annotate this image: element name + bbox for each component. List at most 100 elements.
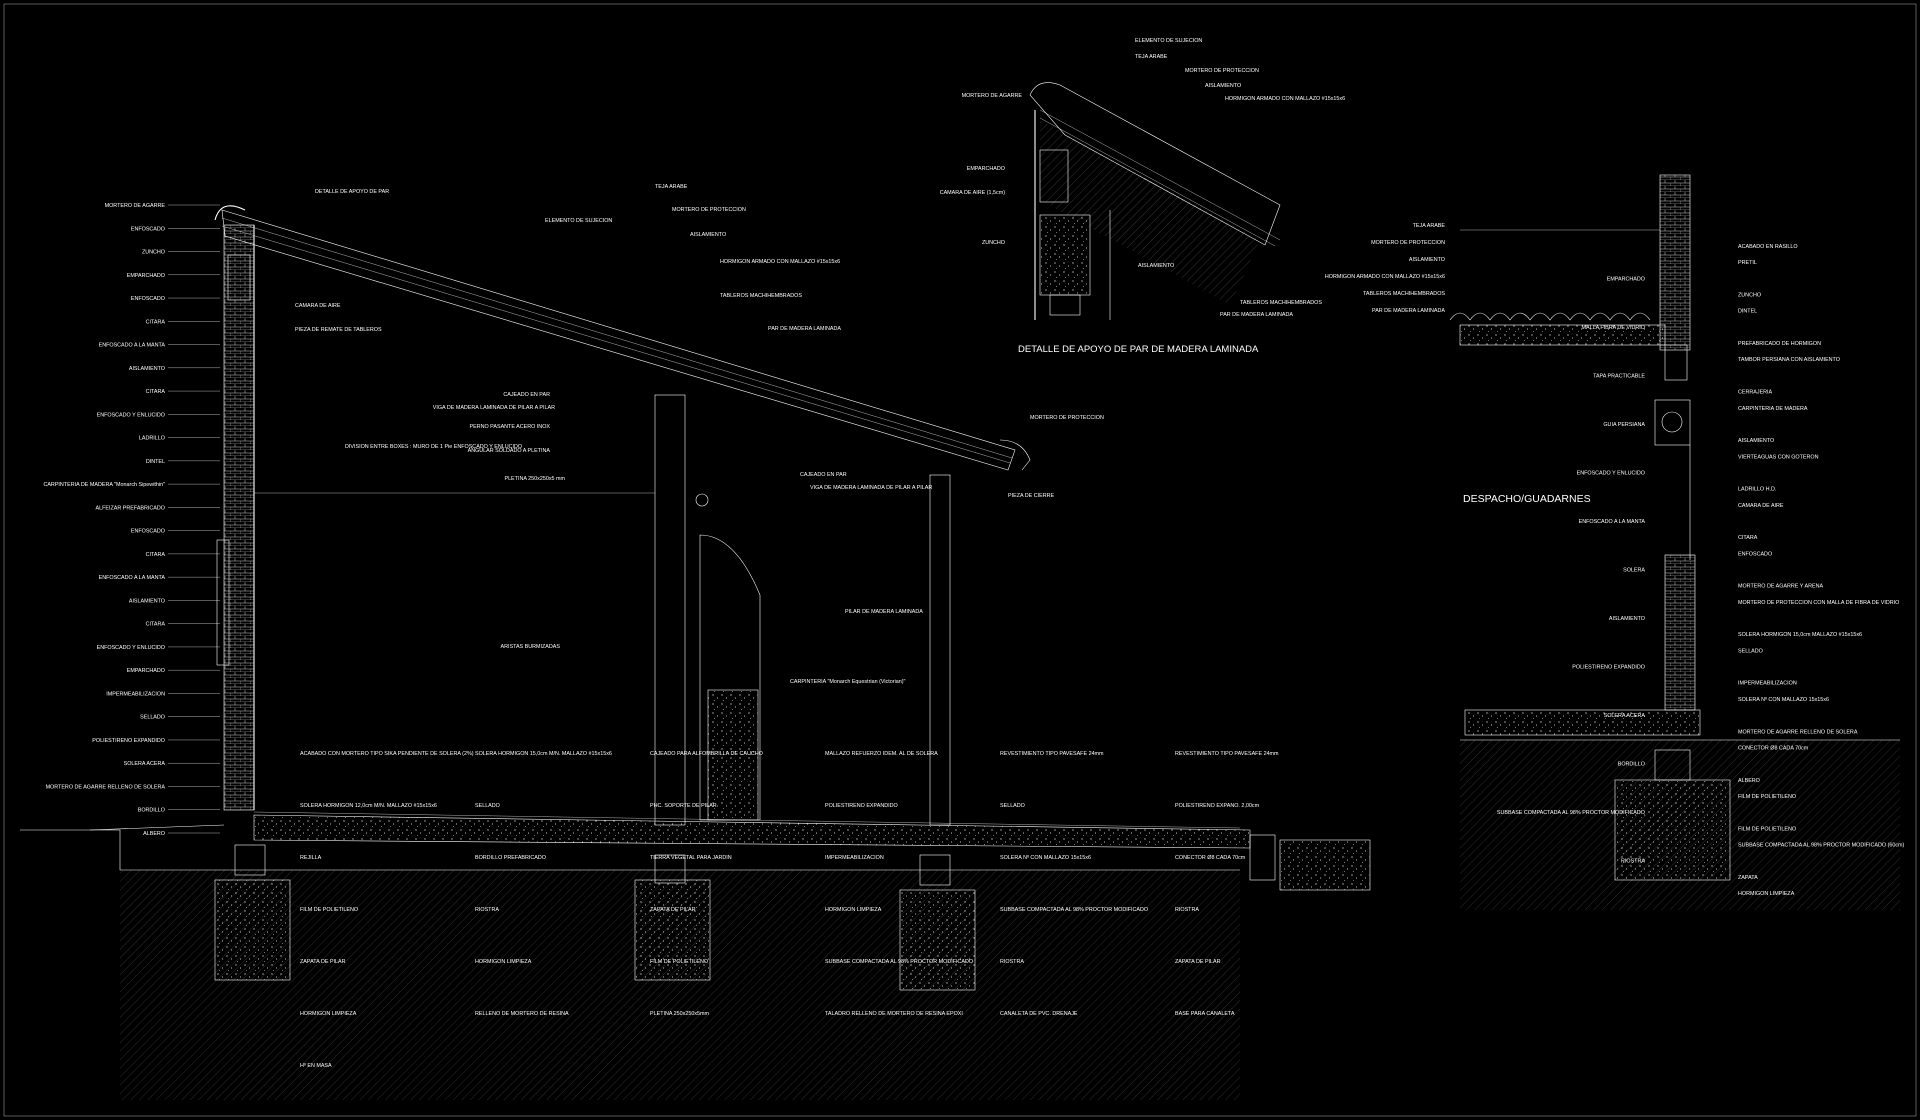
right-label: HORMIGON ARMADO CON MALLAZO #15x15x6 [1325,274,1445,280]
right-label: FILM DE POLIETILENO [1738,826,1796,832]
right-label: TEJA ARABE [1413,223,1446,229]
window-frame [216,539,230,666]
main-center-label: PLETINA 250x250x5 mm [504,476,565,482]
right-label: RIOSTRA [1621,859,1645,865]
main-left-label: AISLAMIENTO [129,598,165,604]
main-bottom-label: REVESTIMIENTO TIPO PAVESAFE 24mm [1000,751,1104,757]
right-label: ALBERO [1738,778,1760,784]
main-center-label: PIEZA DE CIERRE [1008,493,1055,499]
right-label: GUIA PERSIANA [1603,422,1645,428]
main-left-label: LADRILLO [139,436,165,442]
footing-left [214,879,291,981]
left-wall [223,224,255,811]
detail-label: CAMARA DE AIRE (1,5cm) [940,190,1006,196]
detail-label: ELEMENTO DE SUJECION [1135,38,1202,44]
main-bottom-label: ZAPATA DE PILAR [650,907,696,913]
main-bottom-label: SOLERA Nº CON MALLAZO 15x15x6 [1000,855,1091,861]
main-left-label: EMPARCHADO [127,273,165,279]
detail-label: AISLAMIENTO [1205,83,1241,89]
main-bottom-label: SELLADO [475,803,500,809]
main-left-label: ENFOSCADO Y ENLUCIDO [97,412,165,418]
main-left-label: ALBERO [143,831,165,837]
right-label: SOLERA Nº CON MALLAZO 15x15x6 [1738,697,1829,703]
main-left-label: CITARA [146,622,166,628]
right-label: AISLAMIENTO [1609,616,1645,622]
roof-slab [221,209,1016,471]
detail-label: PAR DE MADERA LAMINADA [1220,312,1293,318]
main-left-label: IMPERMEABILIZACION [106,691,165,697]
room-title: DESPACHO/GUADARNES [1463,493,1591,505]
main-top-label: ELEMENTO DE SUJECION [545,218,612,224]
detail-label: HORMIGON ARMADO CON MALLAZO #15x15x6 [1225,96,1345,102]
right-wall [1664,554,1696,711]
right-label: VIERTEAGUAS CON GOTERON [1738,454,1819,460]
detail-label: ZUNCHO [982,240,1005,246]
main-top-label: PAR DE MADERA LAMINADA [768,326,841,332]
right-label: MORTERO DE AGARRE RELLENO DE SOLERA [1738,729,1858,735]
main-bottom-label: ACABADO CON MORTERO TIPO SIKA PENDIENTE … [300,751,474,757]
right-label: LADRILLO H.D. [1738,487,1776,493]
main-bottom-label: PLETINA 250x250x5mm [650,1011,710,1017]
shutter-box [1654,399,1691,446]
main-center-label: CAJEADO EN PAR [503,392,550,398]
right-label: CONECTOR Ø8 CADA 70cm [1738,745,1809,751]
main-section [20,205,1371,1100]
main-left-label: ENFOSCADO A LA MANTA [99,575,166,581]
main-bottom-label: RIOSTRA [475,907,499,913]
detail-label: AISLAMIENTO [1138,263,1174,269]
main-bottom-label: RIOSTRA [1000,959,1024,965]
right-label: POLIESTIRENO EXPANDIDO [1572,665,1645,671]
right-label: TABLEROS MACHIHEMBRADOS [1363,291,1445,297]
main-bottom-label: SUBBASE COMPACTADA AL 98% PROCTOR MODIFI… [825,959,973,965]
main-center-label: PILAR DE MADERA LAMINADA [845,609,923,615]
right-label: EMPARCHADO [1607,276,1645,282]
right-label: CITARA [1738,535,1758,541]
main-bottom-label: REVESTIMIENTO TIPO PAVESAFE 24mm [1175,751,1279,757]
main-top-label: PIEZA DE REMATE DE TABLEROS [295,327,382,333]
right-label: HORMIGON LIMPIEZA [1738,891,1795,897]
detail-label: MORTERO DE PROTECCION [1185,68,1259,74]
detail-title: DETALLE DE APOYO DE PAR DE MADERA LAMINA… [1018,344,1259,355]
right-footing [1614,779,1731,881]
right-label: ACABADO EN RASILLO [1738,244,1798,250]
main-top-label: DETALLE DE APOYO DE PAR [315,189,389,195]
main-left-label: AISLAMIENTO [129,366,165,372]
footing-center [634,879,711,981]
parapet [1659,174,1691,351]
timber-pillar [929,474,951,826]
footing-right [899,889,976,991]
main-center-label: CAJEADO EN PAR [800,472,847,478]
main-bottom-label: MALLAZO REFUERZO IDEM. AL DE SOLERA [825,751,938,757]
stable-door [699,534,761,821]
main-left-label: DINTEL [146,459,165,465]
drawing-frame [3,3,1917,1117]
right-label: SELLADO [1738,648,1763,654]
right-label: BORDILLO [1618,762,1645,768]
right-label: IMPERMEABILIZACION [1738,681,1797,687]
right-label: MORTERO DE PROTECCION [1371,240,1445,246]
main-left-label: MORTERO DE AGARRE RELLENO DE SOLERA [46,784,166,790]
right-label: ENFOSCADO Y ENLUCIDO [1577,470,1645,476]
right-label: MALLA FIBRA DE VIDRIO [1581,325,1645,331]
main-center-label: MORTERO DE PROTECCION [1030,415,1104,421]
main-bottom-label: FILM DE POLIETILENO [650,959,708,965]
main-left-label: ENFOSCADO Y ENLUCIDO [97,645,165,651]
main-left-label: ENFOSCADO [131,296,165,302]
main-bottom-label: HORMIGON LIMPIEZA [300,1011,357,1017]
main-bottom-label: CONECTOR Ø8 CADA 70cm [1175,855,1246,861]
main-bottom-label: CAJEADO PARA ALFOMBRILLA DE CAUCHO [650,751,763,757]
detail-label: EMPARCHADO [967,166,1005,172]
right-label: AISLAMIENTO [1738,438,1774,444]
right-label: ZUNCHO [1738,293,1761,299]
main-left-label: EMPARCHADO [127,668,165,674]
main-bottom-label: CANALETA DE PVC. DRENAJE [1000,1011,1078,1017]
main-bottom-label: BASE PARA CANALETA [1175,1011,1235,1017]
main-bottom-label: IMPERMEABILIZACION [825,855,884,861]
main-bottom-label: TALADRO RELLENO DE MORTERO DE RESINA EPO… [825,1011,963,1017]
main-bottom-label: Hº EN MASA [300,1063,332,1069]
main-bottom-label: POLIESTIRENO EXPANDIDO [825,803,898,809]
main-top-label: AISLAMIENTO [690,232,726,238]
main-top-label: CAMARA DE AIRE [295,303,341,309]
right-label: CERRAJERIA [1738,390,1773,396]
right-label: SUBBASE COMPACTADA AL 98% PROCTOR MODIFI… [1497,810,1645,816]
